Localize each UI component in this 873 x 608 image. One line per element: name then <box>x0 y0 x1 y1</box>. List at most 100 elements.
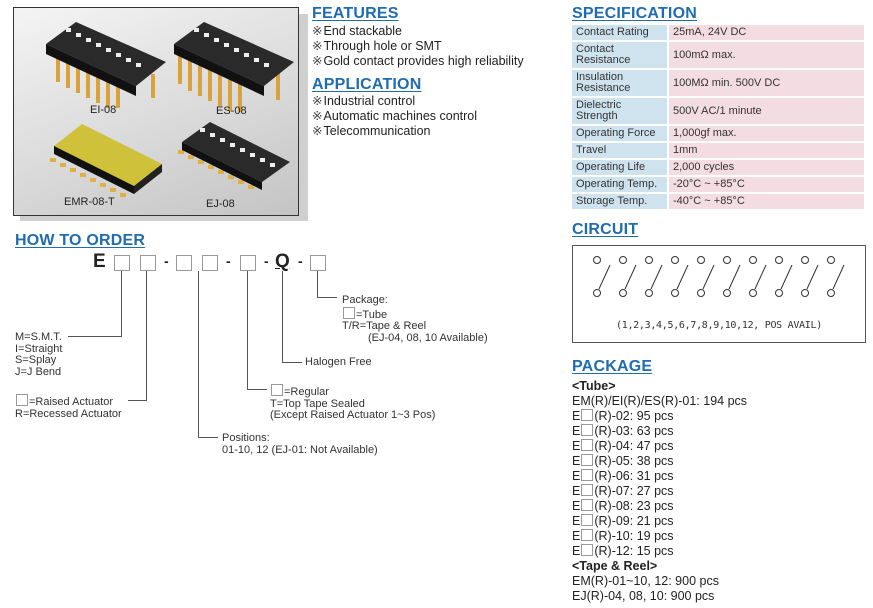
application-item: ※Automatic machines control <box>312 109 478 123</box>
blank-box-icon <box>581 424 594 436</box>
spec-row: Operating Temp.-20°C ~ +85°C <box>572 176 864 194</box>
circuit-switches <box>593 256 845 297</box>
blank-box-icon <box>16 394 28 406</box>
package-item: E(R)-05: 38 pcs <box>572 454 674 468</box>
package-item: E(R)-09: 21 pcs <box>572 514 674 528</box>
photo-label-ei-08: EI-08 <box>90 104 117 116</box>
blank-box-icon <box>581 454 594 466</box>
halogen-free-note: Halogen Free <box>305 356 372 368</box>
circuit-heading: CIRCUIT <box>572 221 639 238</box>
blank-box-icon <box>271 384 283 396</box>
circuit-switch <box>827 256 845 297</box>
es-08-switch-image <box>174 22 294 112</box>
circuit-switch <box>619 256 637 297</box>
connector-line <box>282 362 302 363</box>
package-item: EM(R)-01~10, 12: 900 pcs <box>572 574 719 588</box>
order-code-prefix: E <box>93 251 106 272</box>
order-code-box-actuator <box>140 255 156 271</box>
application-heading: APPLICATION <box>312 76 422 93</box>
spec-key: Insulation Resistance <box>572 69 669 98</box>
order-code-box-position-1 <box>176 255 192 271</box>
order-code-box-sealing <box>240 255 256 271</box>
application-item: ※Industrial control <box>312 94 416 108</box>
blank-box-icon <box>581 529 594 541</box>
spec-key: Travel <box>572 142 669 160</box>
connector-line <box>128 400 147 401</box>
feature-item: ※Gold contact provides high reliability <box>312 54 524 68</box>
emr-08-t-switch-image <box>50 124 162 197</box>
spec-value: 100mΩ max. <box>668 41 864 70</box>
specification-heading: SPECIFICATION <box>572 5 697 22</box>
blank-box-icon <box>581 469 594 481</box>
feature-item: ※Through hole or SMT <box>312 39 442 53</box>
order-code-dash: - <box>226 253 231 269</box>
connector-line <box>146 271 147 401</box>
package-item: E(R)-03: 63 pcs <box>572 424 674 438</box>
package-heading: PACKAGE <box>572 358 653 375</box>
blank-box-icon <box>343 306 355 319</box>
blank-box-icon <box>581 484 594 496</box>
spec-key: Contact Rating <box>572 25 669 42</box>
application-list: ※Industrial control ※Automatic machines … <box>312 94 477 139</box>
order-code-box-position-2 <box>202 255 218 271</box>
blank-box-icon <box>581 499 594 511</box>
blank-box-icon <box>581 409 594 421</box>
spec-key: Operating Force <box>572 125 669 143</box>
package-item: E(R)-07: 27 pcs <box>572 484 674 498</box>
spec-value: 25mA, 24V DC <box>668 25 864 42</box>
package-item: E(R)-02: 95 pcs <box>572 409 674 423</box>
spec-key: Operating Life <box>572 159 669 177</box>
connector-line <box>317 297 337 298</box>
spec-row: Storage Temp.-40°C ~ +85°C <box>572 193 864 211</box>
circuit-switch <box>645 256 663 297</box>
circuit-switch <box>593 256 611 297</box>
spec-value: -40°C ~ +85°C <box>668 193 864 211</box>
connector-line <box>198 271 199 438</box>
actuator-options: =Raised Actuator R=Recessed Actuator <box>15 394 122 420</box>
connector-line <box>317 271 318 298</box>
product-photo-panel: EI-08 ES-08 EMR-08-T EJ-08 <box>13 7 299 216</box>
features-list: ※End stackable ※Through hole or SMT ※Gol… <box>312 24 524 69</box>
spec-key: Contact Resistance <box>572 41 669 70</box>
package-item: E(R)-10: 19 pcs <box>572 529 674 543</box>
package-list: <Tube> EM(R)/EI(R)/ES(R)-01: 194 pcs E(R… <box>572 379 747 604</box>
circuit-switch <box>801 256 819 297</box>
connector-line <box>247 389 267 390</box>
ej-08-switch-image <box>178 122 290 190</box>
positions-options: Positions: 01-10, 12 (EJ-01: Not Availab… <box>222 432 378 456</box>
mount-options: M=S.M.T. I=Straight S=Splay J=J Bend <box>15 331 63 378</box>
spec-key: Storage Temp. <box>572 193 669 211</box>
connector-line <box>121 271 122 336</box>
connector-line <box>282 271 283 363</box>
connector-line <box>68 336 122 337</box>
ei-08-switch-image <box>46 22 166 108</box>
blank-box-icon <box>581 514 594 526</box>
blank-box-icon <box>581 439 594 451</box>
photo-label-emr-08-t: EMR-08-T <box>64 196 115 208</box>
circuit-diagram: (1,2,3,4,5,6,7,8,9,10,12, POS AVAIL) <box>572 245 866 343</box>
package-item: E(R)-04: 47 pcs <box>572 439 674 453</box>
spec-value: 2,000 cycles <box>668 159 864 177</box>
package-item: E(R)-08: 23 pcs <box>572 499 674 513</box>
order-code-dash: - <box>298 253 303 269</box>
order-code-dash: - <box>264 253 269 269</box>
how-to-order-heading: HOW TO ORDER <box>15 232 146 249</box>
package-item: EM(R)/EI(R)/ES(R)-01: 194 pcs <box>572 394 748 408</box>
package-options: Package: =Tube T/R=Tape & Reel (EJ-04, 0… <box>342 294 488 344</box>
package-item: E(R)-12: 15 pcs <box>572 544 674 558</box>
spec-key: Operating Temp. <box>572 176 669 194</box>
package-item: E(R)-06: 31 pcs <box>572 469 674 483</box>
spec-value: 500V AC/1 minute <box>668 97 864 126</box>
connector-line <box>247 271 248 390</box>
spec-value: 1,000gf max. <box>668 125 864 143</box>
spec-value: -20°C ~ +85°C <box>668 176 864 194</box>
features-heading: FEATURES <box>312 5 399 22</box>
circuit-switch <box>775 256 793 297</box>
order-code-q: Q <box>275 251 290 272</box>
